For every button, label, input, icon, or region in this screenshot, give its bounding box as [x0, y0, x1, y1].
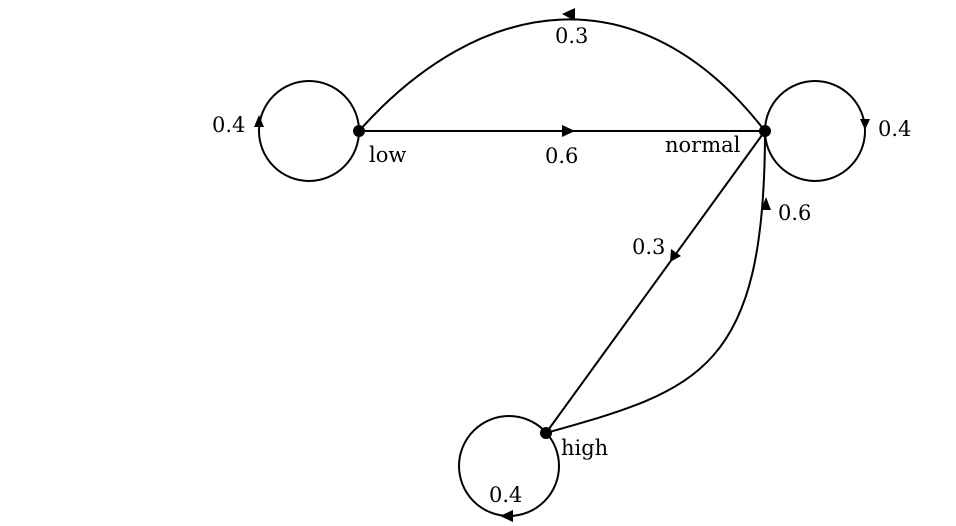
- state-label-low: low: [369, 143, 406, 167]
- arrowhead-high-self: [500, 510, 513, 522]
- state-label-normal: normal: [665, 133, 741, 157]
- prob-label-normal-to-high: 0.3: [632, 235, 665, 259]
- prob-label-low-to-normal: 0.6: [545, 144, 578, 168]
- state-label-high: high: [561, 436, 608, 460]
- prob-label-high-to-normal: 0.6: [778, 201, 811, 225]
- prob-label-normal-to-low: 0.3: [555, 24, 588, 48]
- edge-high-to-normal: [545, 130, 766, 434]
- arrowhead-normal-to-low: [562, 8, 575, 21]
- normal-self-loop: [764, 80, 866, 182]
- arrowhead-normal-self: [860, 119, 870, 130]
- prob-label-high-self: 0.4: [489, 483, 522, 507]
- arrowhead-normal-to-high: [670, 249, 681, 262]
- arrowhead-low-self: [254, 115, 264, 127]
- edge-normal-to-low: [358, 18, 766, 132]
- state-node-normal: [759, 125, 771, 137]
- edge-normal-to-high: [545, 130, 766, 434]
- low-self-loop: [258, 80, 360, 182]
- arrowhead-low-to-normal: [562, 125, 575, 137]
- prob-label-normal-self: 0.4: [878, 117, 911, 141]
- state-node-high: [540, 427, 552, 439]
- state-node-low: [353, 125, 365, 137]
- arrowhead-high-to-normal: [761, 197, 771, 210]
- prob-label-low-self: 0.4: [212, 113, 245, 137]
